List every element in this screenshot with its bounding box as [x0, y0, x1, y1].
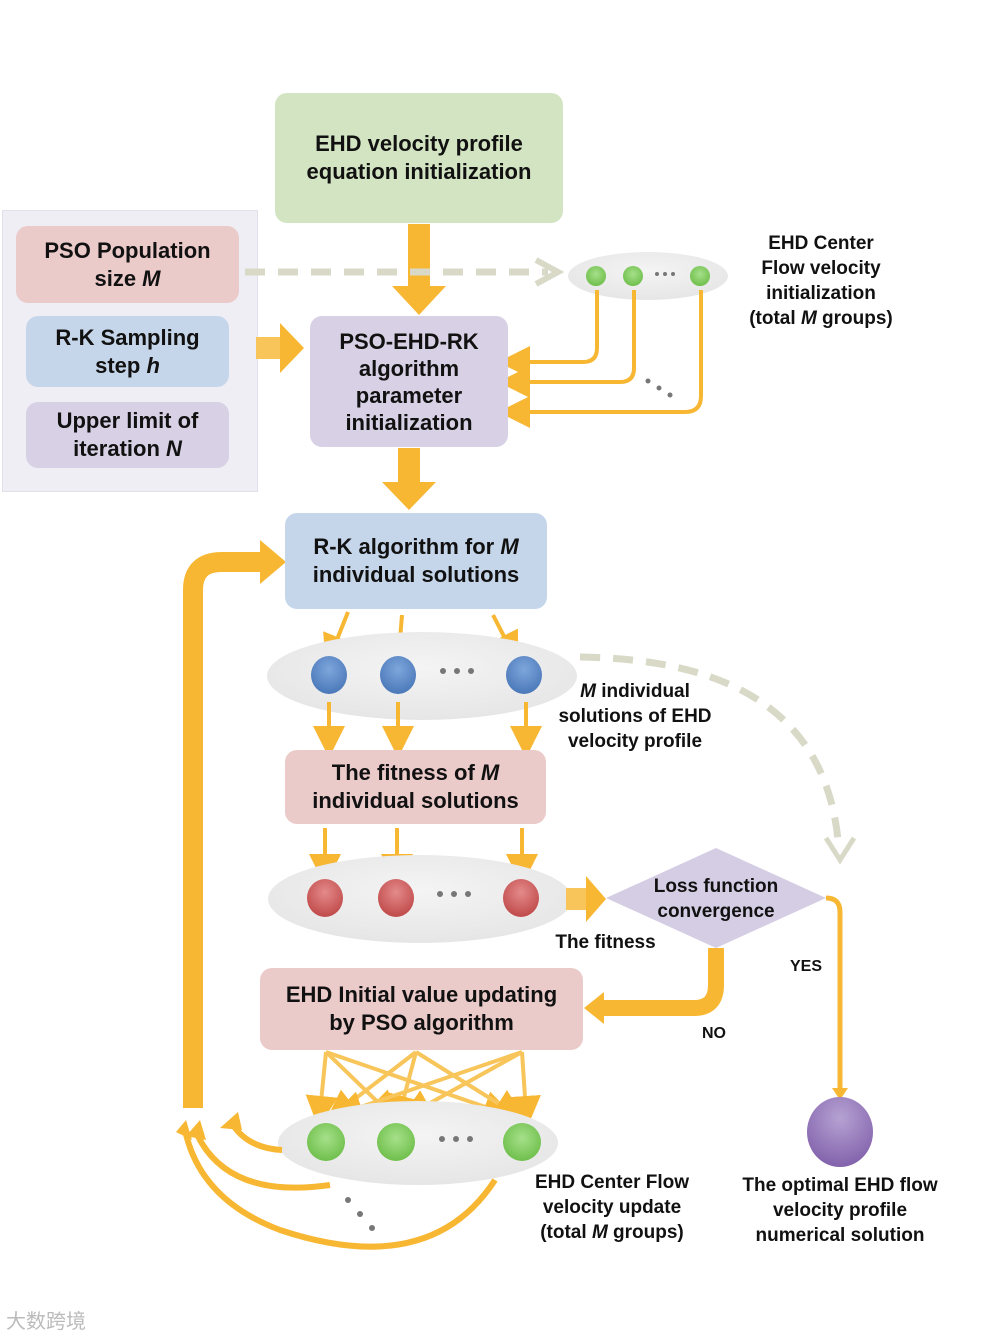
box-text: equation initialization	[306, 159, 532, 184]
variable-M: M	[591, 1222, 608, 1243]
arrow-no	[584, 948, 724, 1024]
center-init-label: EHD Center Flow velocity initialization …	[730, 231, 912, 331]
box-text: The fitness of	[331, 760, 481, 785]
label-text: (total	[540, 1222, 592, 1243]
variable-N: N	[166, 436, 182, 461]
box-text: algorithm	[358, 355, 460, 381]
green-node	[377, 1123, 415, 1161]
box-text: EHD Initial value updating	[285, 982, 558, 1007]
green-node	[503, 1123, 541, 1161]
main-loop-arrow	[183, 540, 286, 1108]
label-text: EHD Center Flow	[534, 1172, 690, 1193]
green-node	[623, 266, 643, 286]
box-text: R-K algorithm for	[313, 534, 501, 559]
return-lines-init	[498, 290, 703, 428]
optimal-solution-node	[807, 1097, 873, 1167]
label-text: Flow velocity	[761, 258, 881, 279]
label-text: The optimal EHD flow	[742, 1175, 938, 1196]
ellipsis-dots-diagonal	[345, 1197, 375, 1231]
variable-M: M	[500, 534, 519, 559]
red-node	[307, 879, 343, 917]
pso-update-box: EHD Initial value updating by PSO algorit…	[260, 968, 583, 1050]
arrows-blue-to-fitness	[313, 702, 542, 758]
arrow-param-to-rk	[382, 448, 436, 510]
arrow-yes	[825, 895, 848, 1100]
green-node	[586, 266, 606, 286]
watermark: 大数跨境	[6, 1311, 86, 1333]
box-text: initialization	[345, 409, 473, 435]
center-init-group	[568, 252, 728, 300]
box-text: PSO Population	[44, 237, 211, 263]
upper-limit-box: Upper limit of iteration N	[26, 402, 229, 468]
arrows-update-crossing	[305, 1050, 541, 1128]
box-text: R-K Sampling	[55, 324, 200, 350]
arrow-fitness-to-loss	[566, 876, 606, 922]
ellipsis-dots-diagonal	[645, 378, 673, 398]
ellipsis-dots	[439, 1136, 473, 1142]
label-text: solutions of EHD	[558, 706, 712, 727]
label-text: individual	[595, 681, 690, 702]
yes-label: YES	[789, 958, 822, 975]
label-text: initialization	[766, 283, 876, 304]
equation-init-box: EHD velocity profile equation initializat…	[275, 93, 563, 223]
box-text: PSO-EHD-RK	[339, 328, 479, 354]
loss-diamond	[606, 848, 826, 948]
blue-node	[506, 656, 542, 694]
variable-M: M	[480, 760, 500, 785]
variable-M: M	[142, 265, 161, 291]
arrow-panel-to-param	[256, 323, 304, 373]
red-node	[503, 879, 539, 917]
box-text: Upper limit of	[56, 408, 199, 433]
optimal-solution-label: The optimal EHD flow velocity profile nu…	[730, 1173, 950, 1248]
box-text: individual solutions	[312, 788, 519, 813]
label-text: EHD Center	[768, 233, 874, 254]
individual-solutions-label: M individual solutions of EHD velocity p…	[540, 679, 730, 754]
blue-node	[380, 656, 416, 694]
label-text: groups)	[816, 308, 893, 329]
label-text: (total	[749, 308, 801, 329]
ellipsis-dots	[655, 272, 675, 276]
box-text: iteration	[73, 436, 166, 461]
solutions-group	[267, 632, 577, 720]
feedback-arrowheads	[176, 1112, 242, 1140]
ellipsis-dots	[440, 668, 474, 674]
blue-node	[311, 656, 347, 694]
center-update-group	[278, 1101, 558, 1185]
box-text: parameter	[355, 382, 463, 408]
box-text: by PSO algorithm	[329, 1010, 514, 1035]
label-text: velocity profile	[567, 731, 703, 752]
the-fitness-label: The fitness	[555, 932, 656, 953]
variable-M: M	[580, 681, 596, 702]
fitness-group	[268, 855, 572, 943]
loss-function-label: Loss function convergence	[630, 874, 802, 924]
box-text: EHD velocity profile	[315, 131, 523, 156]
no-label: NO	[702, 1025, 726, 1042]
box-text: convergence	[657, 901, 775, 922]
green-node	[307, 1123, 345, 1161]
label-text: velocity update	[542, 1197, 682, 1218]
box-text: step	[95, 352, 147, 378]
variable-h: h	[146, 352, 160, 378]
label-text: groups)	[607, 1222, 684, 1243]
label-text: velocity profile	[772, 1200, 908, 1221]
label-text: numerical solution	[755, 1225, 925, 1246]
red-node	[378, 879, 414, 917]
dashed-arrow-solutions-to-loss	[579, 653, 857, 865]
center-update-label: EHD Center Flow velocity update (total M…	[522, 1170, 702, 1245]
dashed-arrow-population	[245, 257, 565, 287]
box-text: Loss function	[653, 876, 779, 897]
ellipsis-dots	[437, 891, 471, 897]
green-node	[690, 266, 710, 286]
box-text: individual solutions	[312, 562, 520, 587]
variable-M: M	[800, 308, 817, 329]
box-text: size	[94, 265, 143, 291]
